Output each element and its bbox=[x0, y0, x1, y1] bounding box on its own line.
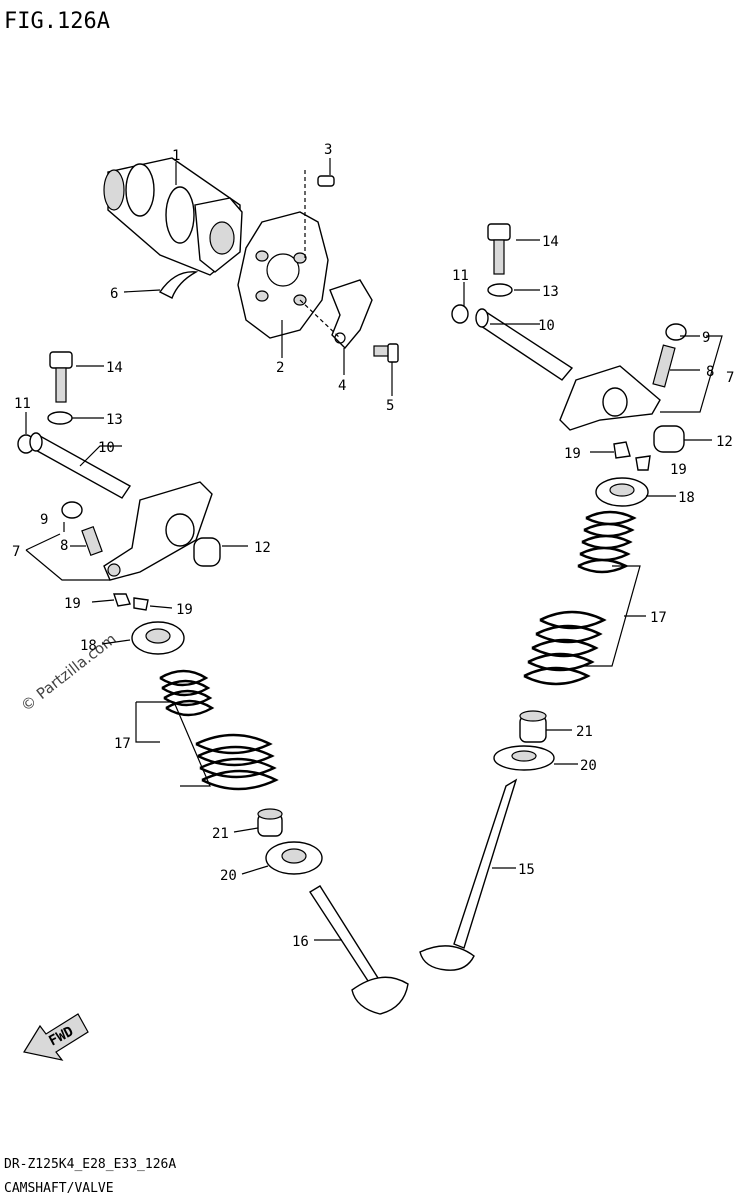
nut-9-right-part[interactable] bbox=[665, 323, 687, 341]
rocker-shaft-10-left-part[interactable] bbox=[29, 432, 132, 499]
plate-guide-line bbox=[299, 299, 341, 339]
footer-caption: CAMSHAFT/VALVE bbox=[4, 1181, 114, 1196]
callout-18-right[interactable]: 18 bbox=[678, 490, 695, 506]
callout-1[interactable]: 1 bbox=[172, 148, 180, 164]
spring-seat-20-right-part[interactable] bbox=[493, 745, 555, 771]
rocker-arm-7-left-part[interactable] bbox=[103, 481, 213, 581]
washer-13-left-part[interactable] bbox=[47, 411, 73, 425]
callout-4[interactable]: 4 bbox=[338, 378, 346, 394]
nut-9-left-part[interactable] bbox=[61, 501, 83, 519]
callout-20-left[interactable]: 20 bbox=[220, 868, 237, 884]
callout-19-right-a[interactable]: 19 bbox=[564, 446, 581, 462]
callout-11-left[interactable]: 11 bbox=[14, 396, 31, 412]
fwd-arrow-icon: FWD bbox=[23, 1013, 89, 1061]
callout-3[interactable]: 3 bbox=[324, 142, 332, 158]
bolt-14-left-part[interactable] bbox=[49, 351, 73, 403]
callout-8-left[interactable]: 8 bbox=[60, 538, 68, 554]
callout-18-left[interactable]: 18 bbox=[80, 638, 97, 654]
camshaft-part[interactable] bbox=[103, 157, 243, 276]
callout-21-right[interactable]: 21 bbox=[576, 724, 593, 740]
spring-seat-20-left-part[interactable] bbox=[265, 841, 323, 875]
valve-spring-17-right-part[interactable] bbox=[523, 510, 637, 686]
leader-lines bbox=[25, 158, 723, 941]
valve-15-part[interactable] bbox=[419, 778, 518, 971]
callout-5[interactable]: 5 bbox=[386, 398, 394, 414]
callout-13-left[interactable]: 13 bbox=[106, 412, 123, 428]
callout-9-left[interactable]: 9 bbox=[40, 512, 48, 528]
clip-6-part[interactable] bbox=[158, 271, 199, 299]
cam-sprocket-part[interactable] bbox=[237, 211, 329, 339]
callout-20-right[interactable]: 20 bbox=[580, 758, 597, 774]
bearing-plate-part[interactable] bbox=[329, 279, 373, 350]
callout-16[interactable]: 16 bbox=[292, 934, 309, 950]
retainer-18-right-part[interactable] bbox=[595, 477, 649, 507]
callout-11-right[interactable]: 11 bbox=[452, 268, 469, 284]
rocker-arm-7-right-part[interactable] bbox=[559, 365, 661, 431]
callout-12-left[interactable]: 12 bbox=[254, 540, 271, 556]
adjust-screw-8-left-part[interactable] bbox=[81, 525, 103, 557]
callout-labels: 1 2 3 4 5 6 7 7 8 8 9 9 10 10 11 11 12 1… bbox=[12, 142, 734, 950]
callout-14-right[interactable]: 14 bbox=[542, 234, 559, 250]
callout-10-left[interactable]: 10 bbox=[98, 440, 115, 456]
callout-19-left-b[interactable]: 19 bbox=[176, 602, 193, 618]
callout-6[interactable]: 6 bbox=[110, 286, 118, 302]
callout-17-right[interactable]: 17 bbox=[650, 610, 667, 626]
callout-2[interactable]: 2 bbox=[276, 360, 284, 376]
watermark: © Partzilla.com bbox=[17, 630, 119, 715]
cotter-19-right-a-part[interactable] bbox=[613, 441, 631, 459]
valve-16-part[interactable] bbox=[309, 885, 409, 1015]
callout-14-left[interactable]: 14 bbox=[106, 360, 123, 376]
rocker-shaft-10-right-part[interactable] bbox=[475, 308, 574, 381]
stem-seal-21-left-part[interactable] bbox=[257, 808, 283, 837]
stem-seal-21-right-part[interactable] bbox=[519, 710, 547, 743]
bolt-14-right-part[interactable] bbox=[487, 223, 511, 275]
footer-code: DR-Z125K4_E28_E33_126A bbox=[4, 1157, 176, 1172]
callout-12-right[interactable]: 12 bbox=[716, 434, 733, 450]
gasket-12-left-part[interactable] bbox=[193, 537, 221, 567]
washer-13-right-part[interactable] bbox=[487, 283, 513, 297]
callout-7-right[interactable]: 7 bbox=[726, 370, 734, 386]
cotter-19-left-a-part[interactable] bbox=[113, 593, 131, 607]
adjust-screw-8-right-part[interactable] bbox=[652, 344, 676, 388]
o-ring-11-right-part[interactable] bbox=[451, 304, 469, 324]
callout-13-right[interactable]: 13 bbox=[542, 284, 559, 300]
figure-title: FIG.126A bbox=[4, 9, 110, 34]
callout-19-left-a[interactable]: 19 bbox=[64, 596, 81, 612]
callout-10-right[interactable]: 10 bbox=[538, 318, 555, 334]
pin-part[interactable] bbox=[317, 175, 335, 187]
callout-9-right[interactable]: 9 bbox=[702, 330, 710, 346]
retainer-18-left-part[interactable] bbox=[131, 621, 185, 655]
callout-15[interactable]: 15 bbox=[518, 862, 535, 878]
cotter-19-left-b-part[interactable] bbox=[133, 597, 149, 611]
callout-8-right[interactable]: 8 bbox=[706, 364, 714, 380]
cotter-19-right-b-part[interactable] bbox=[635, 455, 651, 471]
gasket-12-right-part[interactable] bbox=[653, 425, 685, 453]
bolt-5-part[interactable] bbox=[373, 343, 399, 363]
callout-19-right-b[interactable]: 19 bbox=[670, 462, 687, 478]
callout-17-left[interactable]: 17 bbox=[114, 736, 131, 752]
valve-spring-17-left-part[interactable] bbox=[159, 669, 279, 791]
callout-21-left[interactable]: 21 bbox=[212, 826, 229, 842]
callout-7-left[interactable]: 7 bbox=[12, 544, 20, 560]
